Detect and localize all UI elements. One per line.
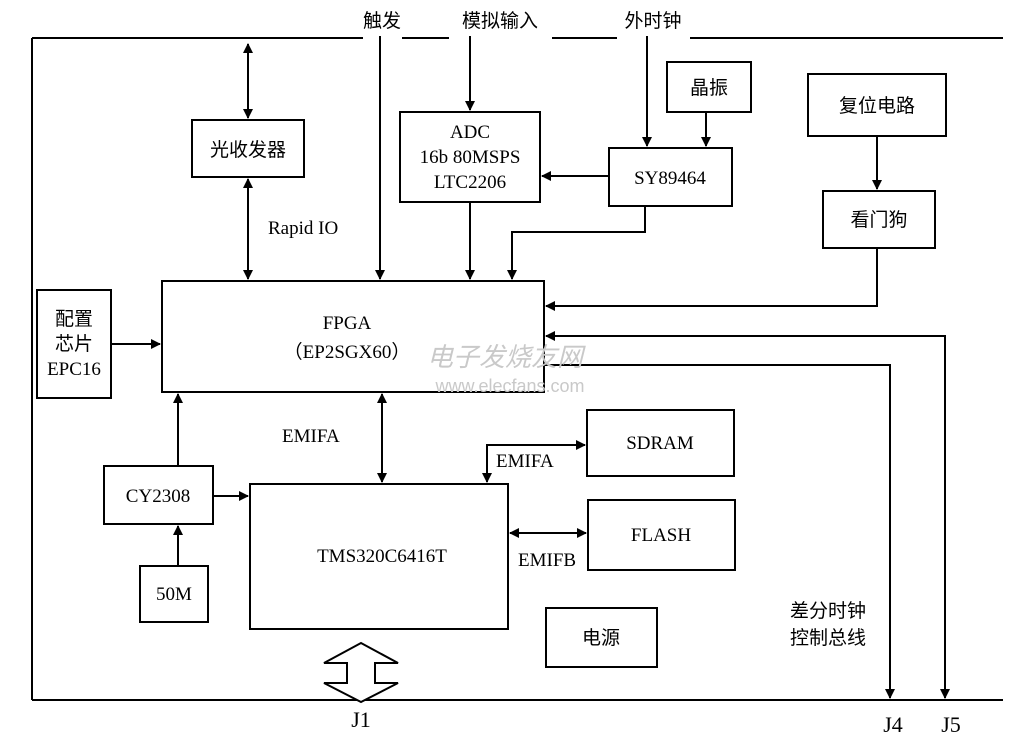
adc-label: ADC (450, 122, 490, 143)
adc-spec-label: 16b 80MSPS (420, 147, 521, 168)
emifa-fpga-label: EMIFA (282, 426, 340, 447)
reset-circuit-block: 复位电路 (807, 73, 947, 137)
adc-block: ADC 16b 80MSPS LTC2206 (399, 111, 541, 203)
osc-50m-label: 50M (156, 584, 192, 605)
fpga-j5-link (545, 331, 950, 699)
fpga-part-label: （EP2SGX60） (284, 341, 411, 363)
crystal-block: 晶振 (666, 61, 752, 113)
diff-clock-label: 差分时钟 (790, 600, 866, 622)
cy2308-block: CY2308 (103, 465, 214, 525)
config-chip-label-2: 芯片 (55, 333, 93, 355)
j1-label: J1 (351, 707, 371, 732)
fpga-label: FPGA (323, 313, 372, 334)
watermark-url-text: www.elecfans.com (434, 376, 584, 396)
control-bus-label: 控制总线 (790, 627, 866, 649)
crystal-label: 晶振 (690, 77, 728, 99)
osc-50m-block: 50M (139, 565, 209, 623)
dsp-block: TMS320C6416T (249, 483, 509, 630)
fpga-block: FPGA （EP2SGX60） (161, 280, 545, 393)
emifb-flash-label: EMIFB (518, 550, 576, 571)
trigger-label: 触发 (363, 10, 401, 32)
watermark: 电子发烧友网 www.elecfans.com (427, 343, 586, 396)
config-chip-label-1: 配置 (55, 309, 93, 330)
fpga-j4-link (544, 364, 895, 699)
cy2308-label: CY2308 (126, 486, 190, 507)
watchdog-to-fpga-arrow (545, 248, 878, 311)
sy89464-label: SY89464 (634, 168, 706, 189)
reset-circuit-label: 复位电路 (839, 95, 915, 117)
adc-part-label: LTC2206 (434, 172, 506, 193)
power-block: 电源 (545, 607, 658, 668)
flash-label: FLASH (631, 525, 691, 546)
analog-input-label: 模拟输入 (462, 10, 538, 32)
watchdog-label: 看门狗 (850, 209, 907, 231)
power-label: 电源 (582, 627, 620, 649)
sdram-label: SDRAM (626, 433, 694, 454)
j5-label: J5 (941, 712, 961, 737)
sy89464-block: SY89464 (608, 147, 733, 207)
optical-transceiver-block: 光收发器 (191, 119, 305, 178)
sdram-block: SDRAM (586, 409, 735, 477)
j1-bus-arrow (323, 641, 399, 704)
emifa-sdram-link (482, 440, 586, 483)
j4-label: J4 (883, 712, 903, 737)
config-chip-part-label: EPC16 (47, 359, 101, 380)
watchdog-block: 看门狗 (822, 190, 936, 249)
flash-block: FLASH (587, 499, 736, 571)
external-clock-label: 外时钟 (624, 10, 681, 32)
optical-transceiver-label: 光收发器 (210, 139, 286, 161)
dsp-label: TMS320C6416T (317, 546, 447, 567)
sy89464-to-fpga-arrow (507, 206, 646, 280)
emifa-sdram-label: EMIFA (496, 451, 554, 472)
watermark-cn-text: 电子发烧友网 (427, 343, 586, 373)
config-chip-block: 配置 芯片 EPC16 (36, 289, 112, 399)
board-frame (31, 37, 1003, 701)
rapidio-label: Rapid IO (268, 218, 338, 239)
